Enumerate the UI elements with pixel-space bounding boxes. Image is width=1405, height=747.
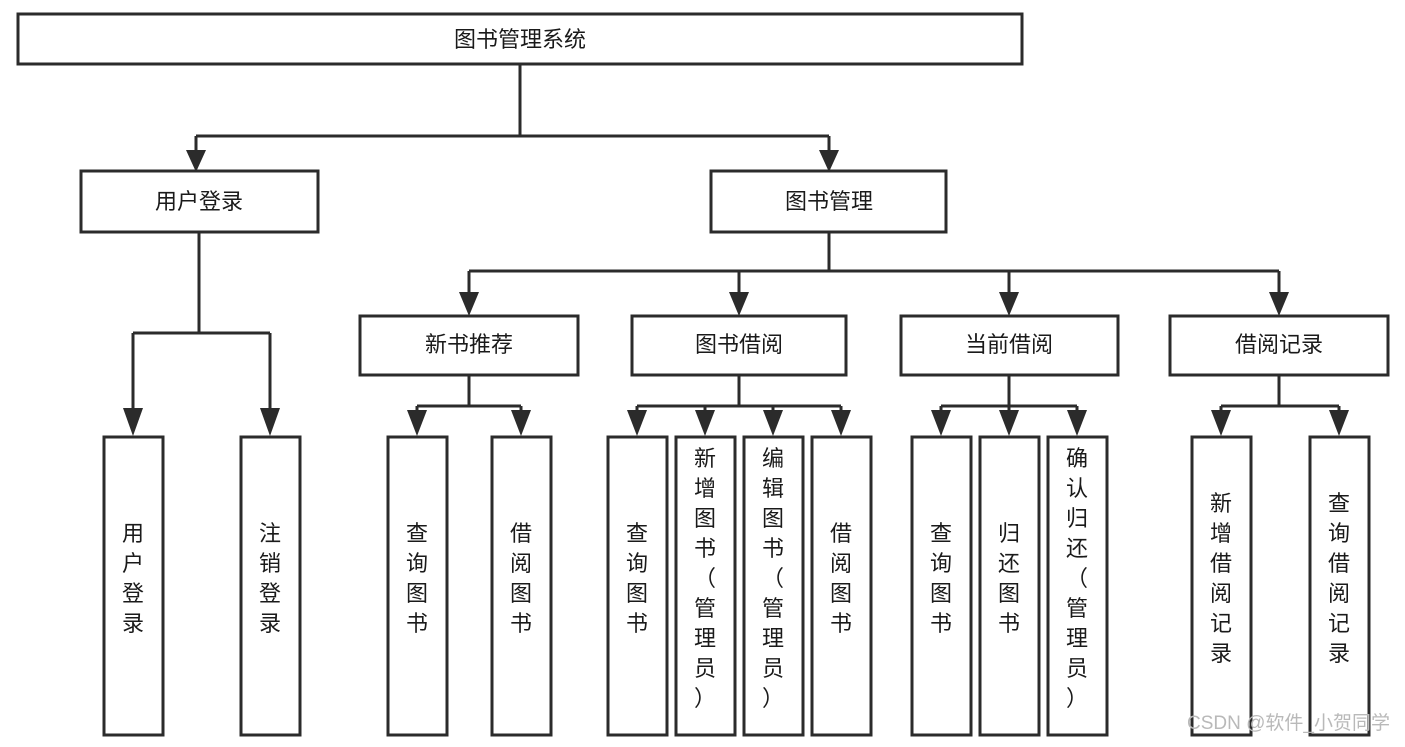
node-leaf-user-login[interactable]: 用户登录 [102,435,165,737]
node-leaf-edit-book[interactable]: 编辑图书（管理员） [742,435,805,737]
node-user-login-box[interactable] [79,169,320,234]
arrowhead-leaf-borrow-book-2 [831,410,851,436]
csdn-watermark: CSDN @软件_小贺同学 [1187,712,1390,734]
node-book-management-label: 图书管理 [785,189,873,214]
node-leaf-return-book-box[interactable] [978,435,1041,737]
arrowhead-leaf-add-record [1211,410,1231,436]
node-leaf-add-book[interactable]: 新增图书（管理员） [674,435,737,737]
node-leaf-query-book-1-box[interactable] [386,435,449,737]
node-leaf-query-book-1[interactable]: 查询图书 [386,435,449,737]
node-leaf-borrow-book-1[interactable]: 借阅图书 [490,435,553,737]
node-leaf-add-record[interactable]: 新增借阅记录 [1190,435,1253,737]
arrowhead-leaf-edit-book [763,410,783,436]
arrowhead-leaf-query-book-1 [407,410,427,436]
node-book-management[interactable]: 图书管理 [709,169,948,234]
node-leaf-user-logout-label: 注销登录 [259,521,281,636]
node-leaf-add-record-box[interactable] [1190,435,1253,737]
node-root-box[interactable] [16,12,1024,66]
arrowhead-leaf-user-login [123,408,143,436]
node-leaf-add-record-label: 新增借阅记录 [1210,491,1232,666]
node-leaf-add-book-box[interactable] [674,435,737,737]
node-new-book-recommend-box[interactable] [358,314,580,377]
arrowhead-leaf-borrow-book-1 [511,410,531,436]
node-leaf-user-logout-box[interactable] [239,435,302,737]
node-leaf-borrow-book-2-label: 借阅图书 [830,521,852,636]
node-current-borrow-box[interactable] [899,314,1120,377]
node-book-borrow[interactable]: 图书借阅 [630,314,848,377]
arrowhead-leaf-add-book [695,410,715,436]
arrowhead-leaf-query-book-3 [931,410,951,436]
node-leaf-borrow-book-2[interactable]: 借阅图书 [810,435,873,737]
node-borrow-record[interactable]: 借阅记录 [1168,314,1390,377]
node-leaf-query-book-3-label: 查询图书 [930,521,952,636]
node-leaf-return-book-label: 归还图书 [998,521,1020,636]
connector-group-new-book-recommend [407,375,531,436]
arrowhead-current-borrow [999,292,1019,316]
node-leaf-query-record-box[interactable] [1308,435,1371,737]
connector-group-user-login [123,232,280,436]
node-new-book-recommend-label: 新书推荐 [425,332,513,357]
node-root-label: 图书管理系统 [454,27,586,52]
node-leaf-user-logout[interactable]: 注销登录 [239,435,302,737]
node-leaf-confirm-return-box[interactable] [1046,435,1109,737]
node-leaf-confirm-return[interactable]: 确认归还（管理员） [1046,435,1109,737]
node-book-borrow-box[interactable] [630,314,848,377]
node-leaf-edit-book-box[interactable] [742,435,805,737]
node-leaf-borrow-book-1-label: 借阅图书 [510,521,532,636]
node-leaf-borrow-book-1-box[interactable] [490,435,553,737]
node-root[interactable]: 图书管理系统 [16,12,1024,66]
connector-group-root [186,64,839,172]
node-book-management-box[interactable] [709,169,948,234]
node-leaf-edit-book-label: 编辑图书（管理员） [762,446,784,711]
arrowhead-leaf-query-record [1329,410,1349,436]
node-current-borrow[interactable]: 当前借阅 [899,314,1120,377]
arrowhead-new-book-recommend [459,292,479,316]
node-leaf-return-book[interactable]: 归还图书 [978,435,1041,737]
node-leaf-add-book-label: 新增图书（管理员） [694,446,716,711]
node-current-borrow-label: 当前借阅 [965,332,1053,357]
node-book-borrow-label: 图书借阅 [695,332,783,357]
node-user-login-label: 用户登录 [155,189,243,214]
node-borrow-record-label: 借阅记录 [1235,332,1323,357]
arrowhead-book-borrow [729,292,749,316]
arrowhead-borrow-record [1269,292,1289,316]
node-borrow-record-box[interactable] [1168,314,1390,377]
node-leaf-query-book-2[interactable]: 查询图书 [606,435,669,737]
node-leaf-query-record[interactable]: 查询借阅记录 [1308,435,1371,737]
node-leaf-user-login-label: 用户登录 [122,521,144,636]
arrowhead-leaf-user-logout [260,408,280,436]
node-leaf-query-book-3-box[interactable] [910,435,973,737]
connector-group-borrow-record [1211,375,1349,436]
connector-group-book-management [459,232,1289,316]
node-leaf-query-book-1-label: 查询图书 [406,521,428,636]
node-leaf-query-book-2-box[interactable] [606,435,669,737]
arrowhead-leaf-confirm-return [1067,410,1087,436]
node-leaf-query-book-3[interactable]: 查询图书 [910,435,973,737]
arrowhead-user-login [186,150,206,172]
node-leaf-query-book-2-label: 查询图书 [626,521,648,636]
arrowhead-leaf-query-book-2 [627,410,647,436]
arrowhead-book-management [819,150,839,172]
node-leaf-user-login-box[interactable] [102,435,165,737]
connector-group-current-borrow [931,375,1087,436]
node-new-book-recommend[interactable]: 新书推荐 [358,314,580,377]
connector-group-book-borrow [627,375,851,436]
node-leaf-confirm-return-label: 确认归还（管理员） [1066,446,1088,711]
node-user-login[interactable]: 用户登录 [79,169,320,234]
node-leaf-query-record-label: 查询借阅记录 [1328,491,1350,666]
arrowhead-leaf-return-book [999,410,1019,436]
node-leaf-borrow-book-2-box[interactable] [810,435,873,737]
